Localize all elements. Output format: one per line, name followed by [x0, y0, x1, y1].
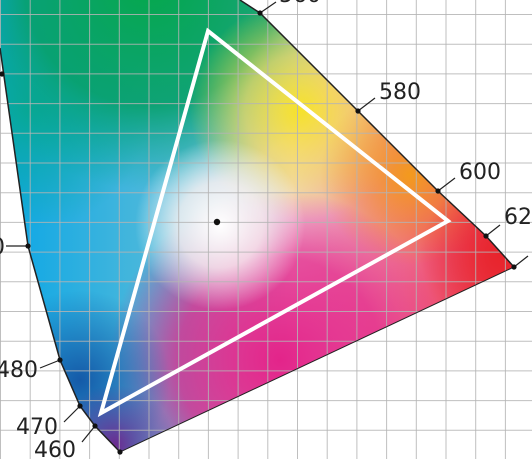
wavelength-label-560: 560: [279, 0, 321, 8]
wavelength-label-600: 600: [459, 160, 501, 185]
spectral-locus: [0, 0, 515, 453]
wavelength-dots: [0, 10, 517, 455]
wavelength-label-480: 480: [0, 358, 38, 383]
wavelength-label-620: 62: [504, 205, 532, 230]
gamut-triangle: [97, 27, 452, 418]
wavelength-label-460: 460: [34, 438, 76, 459]
line-of-purples: [119, 266, 515, 453]
white-point: [213, 218, 221, 226]
wavelength-ticks: [6, 1, 529, 443]
wavelength-label-490: 0: [0, 235, 5, 260]
wavelength-label-580: 580: [379, 80, 421, 105]
wavelength-label-470: 470: [16, 415, 58, 440]
